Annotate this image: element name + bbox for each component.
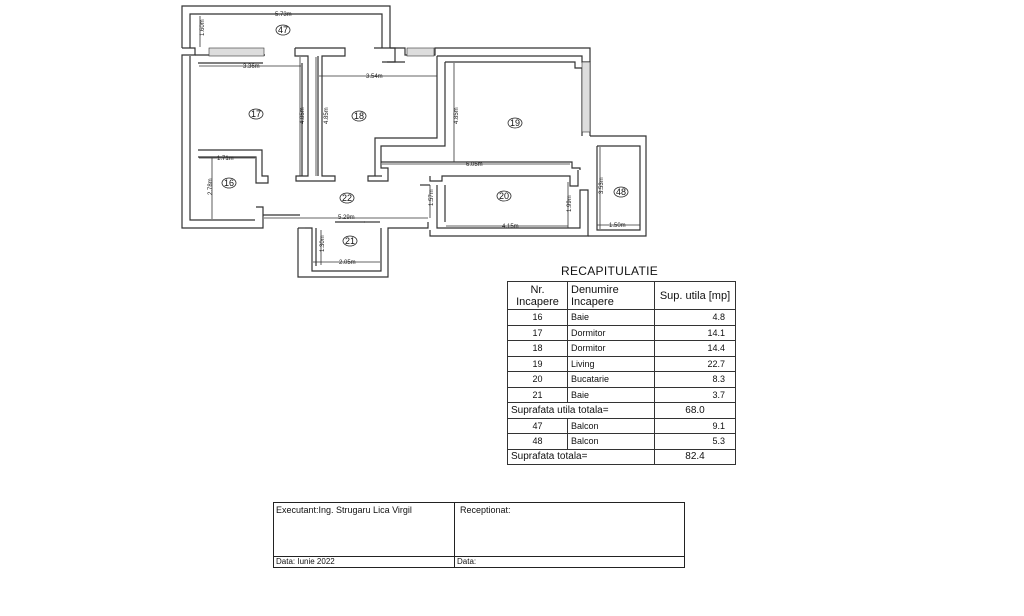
svg-text:5.29m: 5.29m bbox=[338, 215, 355, 221]
room-21: 21 bbox=[345, 236, 355, 246]
title-block: Executant:Ing. Strugaru Lica Virgil Data… bbox=[273, 502, 685, 568]
useful-total-label: Suprafata utila totala= bbox=[507, 402, 655, 419]
header-nr: Nr. Incapere bbox=[507, 281, 568, 310]
room-20: 20 bbox=[499, 191, 509, 201]
room-19: 19 bbox=[510, 118, 520, 128]
room-22: 22 bbox=[342, 193, 352, 203]
total-row: Suprafata totala= 82.4 bbox=[507, 448, 736, 465]
receptionat-cell: Receptionat: Data: bbox=[455, 503, 684, 567]
svg-text:3.54m: 3.54m bbox=[366, 74, 383, 80]
room-48: 48 bbox=[616, 187, 626, 197]
svg-text:5.73m: 5.73m bbox=[275, 12, 292, 18]
table-row: 19 Living 22.7 bbox=[507, 355, 736, 372]
recap-title: RECAPITULATIE bbox=[561, 264, 659, 278]
svg-text:3.53m: 3.53m bbox=[599, 177, 605, 194]
table-row: 20 Bucatarie 8.3 bbox=[507, 371, 736, 388]
dimension-lines bbox=[191, 13, 640, 265]
executant-cell: Executant:Ing. Strugaru Lica Virgil Data… bbox=[274, 503, 455, 567]
receptionat-date: Data: bbox=[455, 556, 684, 567]
window bbox=[208, 47, 265, 57]
svg-text:1.50m: 1.50m bbox=[609, 223, 626, 229]
table-row: 47 Balcon 9.1 bbox=[507, 417, 736, 434]
walls bbox=[181, 5, 647, 278]
useful-total-row: Suprafata utila totala= 68.0 bbox=[507, 402, 736, 419]
svg-text:1.71m: 1.71m bbox=[217, 156, 234, 162]
header-area: Sup. utila [mp] bbox=[654, 281, 736, 310]
svg-text:4.85m: 4.85m bbox=[300, 107, 306, 124]
room-47: 47 bbox=[278, 25, 288, 35]
window bbox=[406, 47, 435, 57]
room-labels: 47 17 18 19 16 22 20 48 21 bbox=[221, 24, 629, 247]
total-value: 82.4 bbox=[654, 448, 736, 465]
floor-plan: 5.73m 1.60m 3.36m 3.54m 4.85m 4.85m 4.85… bbox=[181, 5, 647, 278]
svg-text:3.36m: 3.36m bbox=[243, 64, 260, 70]
room-16: 16 bbox=[224, 178, 234, 188]
executant-date: Data: Iunie 2022 bbox=[274, 556, 454, 567]
window bbox=[581, 61, 591, 133]
recap-table: Nr. Incapere Denumire Incapere Sup. util… bbox=[507, 281, 736, 465]
svg-text:2.78m: 2.78m bbox=[208, 178, 214, 195]
room-18: 18 bbox=[354, 111, 364, 121]
room-17: 17 bbox=[251, 109, 261, 119]
svg-text:4.85m: 4.85m bbox=[454, 107, 460, 124]
table-row: 17 Dormitor 14.1 bbox=[507, 324, 736, 341]
dimension-labels: 5.73m 1.60m 3.36m 3.54m 4.85m 4.85m 4.85… bbox=[200, 12, 626, 266]
svg-text:2.05m: 2.05m bbox=[339, 260, 356, 266]
table-row: 48 Balcon 5.3 bbox=[507, 433, 736, 450]
svg-text:1.60m: 1.60m bbox=[200, 19, 206, 36]
svg-text:1.99m: 1.99m bbox=[567, 195, 573, 212]
useful-total-value: 68.0 bbox=[654, 402, 736, 419]
executant-label: Executant:Ing. Strugaru Lica Virgil bbox=[276, 505, 412, 515]
svg-text:1.57m: 1.57m bbox=[429, 189, 435, 206]
svg-text:4.85m: 4.85m bbox=[324, 107, 330, 124]
svg-text:4.15m: 4.15m bbox=[502, 224, 519, 230]
total-label: Suprafata totala= bbox=[507, 448, 655, 465]
svg-text:6.05m: 6.05m bbox=[466, 162, 483, 168]
table-row: 21 Baie 3.7 bbox=[507, 386, 736, 403]
receptionat-label: Receptionat: bbox=[460, 505, 511, 515]
table-header: Nr. Incapere Denumire Incapere Sup. util… bbox=[507, 281, 736, 310]
svg-text:1.30m: 1.30m bbox=[320, 235, 326, 252]
table-row: 16 Baie 4.8 bbox=[507, 309, 736, 326]
table-row: 18 Dormitor 14.4 bbox=[507, 340, 736, 357]
header-name: Denumire Incapere bbox=[567, 281, 655, 310]
